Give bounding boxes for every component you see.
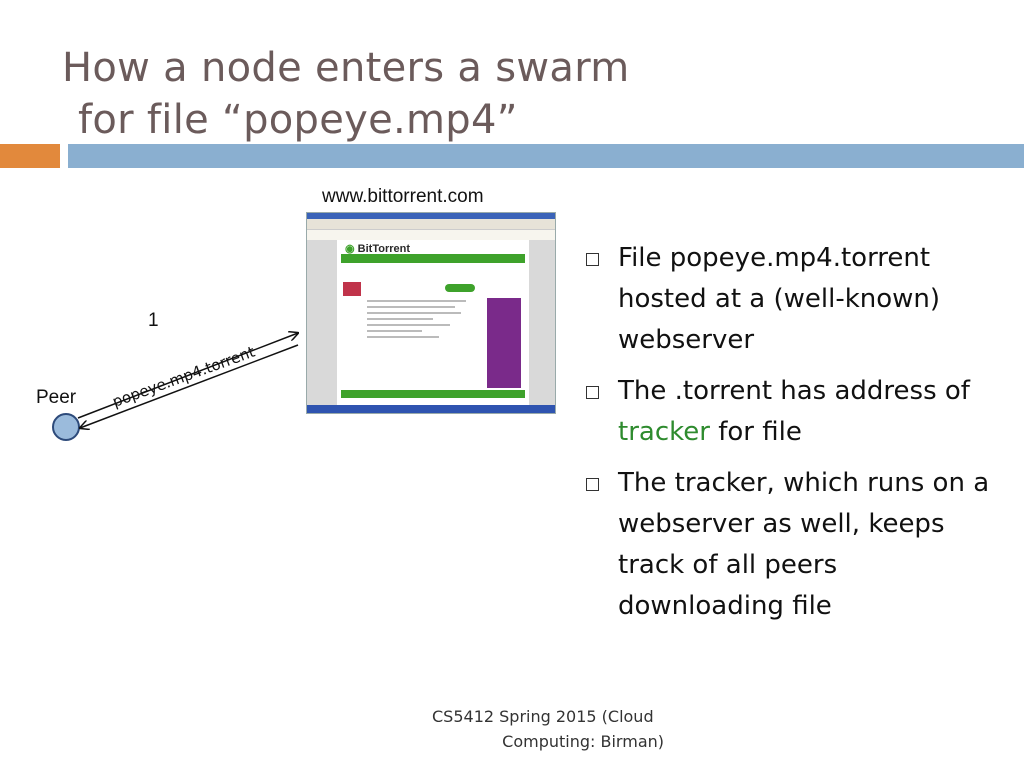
- bittorrent-logo: ◉ BitTorrent: [345, 243, 411, 255]
- bullet-item: File popeye.mp4.torrent hosted at a (wel…: [584, 238, 1004, 361]
- os-taskbar: [307, 405, 555, 413]
- torrent-file-label: popeye.mp4.torrent: [110, 342, 258, 411]
- bullet-list: File popeye.mp4.torrent hosted at a (wel…: [584, 238, 1004, 637]
- accent-bar-orange: [0, 144, 60, 168]
- browser-menubar: [307, 219, 555, 230]
- browser-margin-left: [307, 240, 337, 405]
- slide-title-line1: How a node enters a swarm: [62, 45, 630, 91]
- square-bullet-icon: [586, 253, 599, 266]
- bullet-text-post: for file: [709, 417, 802, 447]
- webpage-text-block: [367, 296, 477, 406]
- browser-titlebar: [307, 213, 555, 219]
- webpage-footer-bar: [341, 390, 525, 398]
- webpage-thumbnail: [343, 282, 361, 296]
- footer-line1: CS5412 Spring 2015 (Cloud: [432, 707, 654, 726]
- peer-label: Peer: [36, 387, 77, 408]
- bittorrent-logo-text: BitTorrent: [357, 243, 411, 255]
- bullet-item: The .torrent has address of tracker for …: [584, 371, 1004, 453]
- bullet-text: The tracker, which runs on a webserver a…: [618, 468, 990, 621]
- step-number: 1: [148, 310, 159, 331]
- bullet-item: The tracker, which runs on a webserver a…: [584, 463, 1004, 627]
- tracker-highlight: tracker: [618, 417, 710, 447]
- peer-node: [52, 413, 80, 441]
- footer-line2: Computing: Birman): [502, 732, 664, 751]
- webpage-ad-banner: [487, 298, 521, 388]
- bullet-text: File popeye.mp4.torrent hosted at a (wel…: [618, 243, 941, 355]
- slide-title: How a node enters a swarm for file “pope…: [62, 42, 630, 146]
- webpage-download-button: [445, 284, 475, 292]
- accent-bar-blue: [68, 144, 1024, 168]
- slide-footer: CS5412 Spring 2015 (Cloud Computing: Bir…: [432, 704, 664, 754]
- square-bullet-icon: [586, 386, 599, 399]
- bittorrent-website-screenshot: ◉ BitTorrent: [306, 212, 556, 414]
- response-arrow: [80, 344, 299, 428]
- browser-margin-right: [529, 240, 555, 405]
- slide-title-line2: for file “popeye.mp4”: [78, 97, 518, 143]
- webpage-header-bar: [341, 254, 525, 263]
- bullet-text-pre: The .torrent has address of: [618, 376, 970, 406]
- square-bullet-icon: [586, 478, 599, 491]
- url-label: www.bittorrent.com: [322, 186, 484, 207]
- webpage: ◉ BitTorrent: [337, 240, 529, 405]
